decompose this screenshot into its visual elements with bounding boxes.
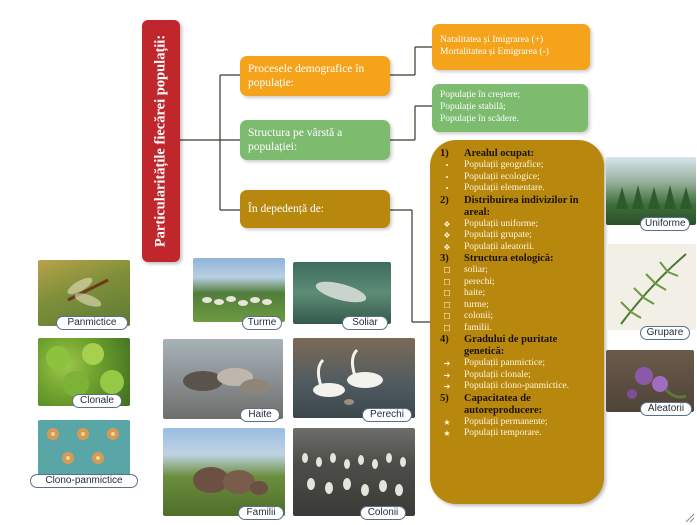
criteria-item: ❖Populații grupate; — [443, 230, 532, 240]
node-depending-on: În depedență de: — [240, 190, 390, 228]
criteria-item: ☐familii. — [443, 322, 492, 333]
caption-familii: Familii — [238, 506, 284, 520]
caption-soliar: Soliar — [342, 316, 388, 330]
photo-dragonfly — [38, 260, 130, 326]
criteria-heading: 3)Structura etologică: — [440, 253, 554, 264]
sheep-icon — [202, 296, 272, 306]
photo-wolf-pack — [163, 339, 283, 419]
pattern-icon — [47, 428, 119, 464]
criteria-item: ❖Populații uniforme; — [443, 218, 539, 229]
penguins-icon — [302, 453, 406, 496]
caption-colonii: Colonii — [360, 506, 406, 520]
criteria-item: ★Populații permanente; — [443, 416, 548, 427]
photo-solitary-fish — [293, 262, 391, 324]
criteria-item: ☐haite; — [443, 288, 486, 298]
photo-elephant-family — [163, 428, 285, 516]
natality-line: Natalitatea și Imigrarea (+) — [440, 35, 544, 45]
swans-icon — [313, 348, 383, 405]
criteria-item: •Populații geografice; — [445, 160, 544, 170]
declining-population-line: Populație în scădere. — [440, 114, 519, 124]
criteria-item: •Populații ecologice; — [445, 171, 540, 182]
criteria-list: 1)Arealul ocupat: •Populații geografice;… — [430, 140, 604, 504]
dragonfly-icon — [67, 277, 109, 307]
photo-flowers-random — [606, 350, 694, 412]
node-demographic-processes: Procesele demografice în populație: — [240, 56, 390, 96]
resize-grip-icon[interactable] — [683, 511, 695, 523]
criteria-item: ★Populații temporare. — [443, 428, 542, 438]
criteria-item: ➔Populații panmictice; — [443, 358, 545, 368]
criteria-item: ☐soliar; — [443, 265, 488, 275]
criteria-item: ☐perechi; — [443, 276, 495, 287]
photo-forest-uniform — [606, 157, 696, 225]
caption-perechi: Perechi — [362, 408, 412, 422]
caption-haite: Haite — [240, 408, 280, 422]
criteria-item: ☐colonii; — [443, 311, 494, 321]
node-demographic-label: Procesele demografice în populație: — [248, 63, 365, 89]
title-box: Particularitățile fiecărei populații: — [142, 20, 180, 262]
wolves-icon — [183, 368, 270, 395]
diagram-title: Particularitățile fiecărei populații: — [152, 34, 169, 248]
photo-penguin-colony — [293, 428, 415, 516]
photo-clono-panmictic — [38, 420, 130, 482]
caption-clonale: Clonale — [72, 394, 122, 408]
mortality-line: Mortalitatea și Emigrarea (-) — [440, 47, 549, 57]
stable-population-line: Populație stabilă; — [440, 102, 506, 112]
criteria-heading: 5)Capacitatea de autoreproducere: — [440, 392, 543, 416]
criteria-heading: 2)Distribuirea indivizilor în areal: — [440, 194, 579, 218]
criteria-heading: 1)Arealul ocupat: — [440, 148, 535, 159]
trees-icon — [616, 185, 692, 209]
criteria-item: •Populații elementare. — [445, 183, 545, 193]
caption-grupare: Grupare — [640, 326, 690, 340]
caption-turme: Turme — [242, 316, 282, 330]
caption-clono-panmictice: Clono-panmictice — [30, 474, 138, 488]
criteria-item: ➔Populații clonale; — [443, 369, 531, 380]
criteria-heading: 4)Gradului de puritate genetică: — [440, 334, 558, 357]
growing-population-line: Populație în creștere; — [440, 90, 521, 100]
photo-sheep-herd — [193, 258, 285, 322]
node-age-structure: Structura pe vârstă a populației: — [240, 120, 390, 160]
photo-fern-grouped — [606, 244, 696, 330]
caption-uniforme: Uniforme — [640, 217, 690, 231]
demographic-details: Natalitatea și Imigrarea (+) Mortalitate… — [432, 24, 590, 70]
fern-icon — [620, 253, 687, 325]
criteria-item: ☐turme; — [443, 299, 489, 310]
age-details: Populație în creștere; Populație stabilă… — [432, 84, 588, 132]
caption-aleatorii: Aleatorii — [640, 402, 692, 416]
photo-swan-pair — [293, 338, 415, 418]
caption-panmictice: Panmictice — [56, 316, 128, 330]
criteria-item: ➔Populații clono-panmictice. — [443, 381, 570, 391]
criteria-item: ❖Populații aleatorii. — [443, 241, 535, 252]
fish-icon — [315, 281, 367, 303]
node-depending-label: În depedență de: — [248, 203, 324, 215]
leaves-icon — [46, 343, 124, 397]
elephants-icon — [193, 467, 268, 495]
node-age-label: Structura pe vârstă a populației: — [248, 127, 343, 153]
flowers-icon — [627, 367, 687, 399]
